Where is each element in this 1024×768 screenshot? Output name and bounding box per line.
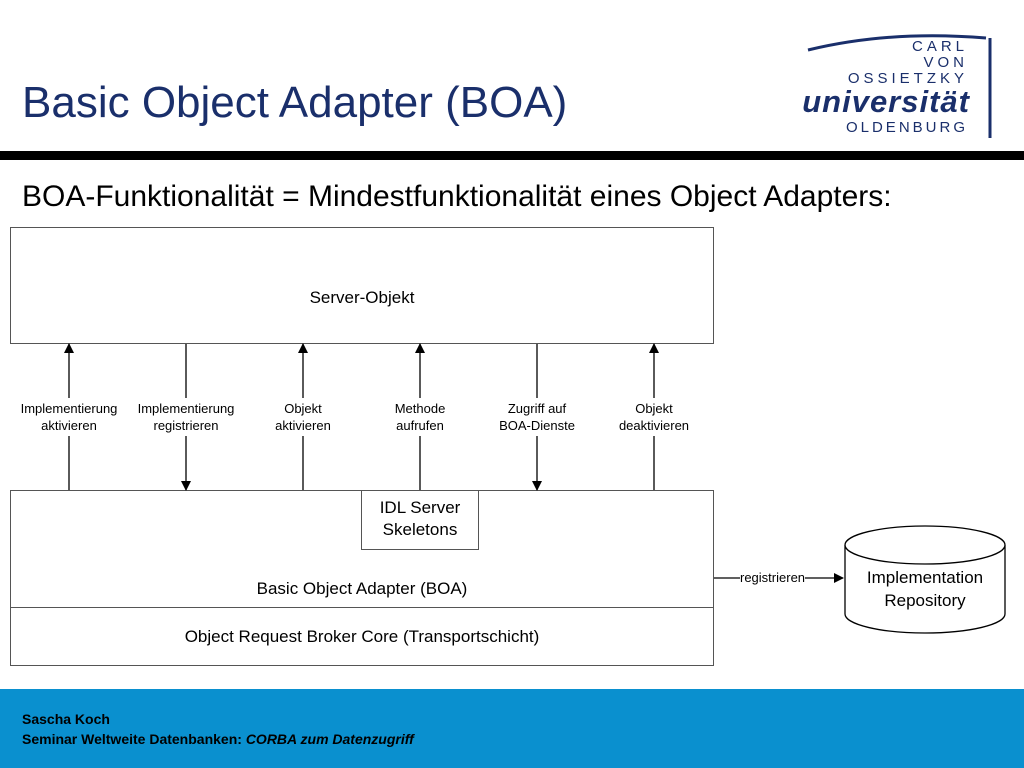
operation-label-4: Methode aufrufen [360,400,480,434]
server-object-box: Server-Objekt [10,227,714,344]
footer-bar: Sascha Koch Seminar Weltweite Datenbanke… [0,689,1024,768]
header-rule [0,151,1024,160]
idl-skeletons-box: IDL Server Skeletons [361,490,479,550]
operation-label-2: Implementierung registrieren [126,400,246,434]
operation-label-1: Implementierung aktivieren [9,400,129,434]
repository-line2: Repository [884,591,966,610]
operation-label-line1: Implementierung [137,401,235,416]
logo-text-ossietzky: OSSIETZKY [847,70,968,87]
operation-label-line2: aufrufen [396,418,444,433]
university-logo: CARL VON OSSIETZKY universität OLDENBURG [800,28,1000,140]
idl-skeletons-line2: Skeletons [382,520,458,539]
repository-line1: Implementation [866,568,984,587]
operation-label-line2: aktivieren [275,418,331,433]
operation-label-line1: Zugriff auf [507,401,567,416]
operation-label-6: Objekt deaktivieren [594,400,714,434]
footer-seminar-prefix: Seminar Weltweite Datenbanken: [22,731,246,747]
page-title: Basic Object Adapter (BOA) [22,78,568,127]
slide-subtitle: BOA-Funktionalität = Mindestfunktionalit… [22,180,892,213]
operation-label-3: Objekt aktivieren [243,400,363,434]
operation-label-line2: aktivieren [41,418,97,433]
idl-skeletons-label: IDL Server Skeletons [362,497,478,541]
operation-label-line2: BOA-Dienste [499,418,575,433]
logo-text-von: VON [923,54,968,71]
implementation-repository-label: Implementation Repository [845,566,1005,612]
operation-label-line2: deaktivieren [618,418,690,433]
logo-text-oldenburg: OLDENBURG [845,119,968,136]
logo-arc-icon [807,34,992,138]
orb-core-label: Object Request Broker Core (Transportsch… [184,627,540,646]
idl-skeletons-line1: IDL Server [379,498,461,517]
server-object-label: Server-Objekt [309,288,415,307]
footer-seminar-topic: CORBA zum Datenzugriff [245,731,414,747]
operation-label-line1: Objekt [284,401,322,416]
logo-text-universitaet: universität [802,84,970,119]
orb-core-box: Object Request Broker Core (Transportsch… [10,607,714,666]
operation-label-line1: Methode [394,401,446,416]
register-label: registrieren [740,570,806,585]
footer-seminar: Seminar Weltweite Datenbanken: CORBA zum… [22,731,414,747]
boa-label: Basic Object Adapter (BOA) [256,579,468,598]
operation-label-line1: Objekt [635,401,673,416]
operation-label-line1: Implementierung [20,401,118,416]
footer-author: Sascha Koch [22,711,110,727]
repository-cylinder-icon [844,525,1006,634]
operation-label-line2: registrieren [153,418,219,433]
logo-text-carl: CARL [911,38,968,55]
